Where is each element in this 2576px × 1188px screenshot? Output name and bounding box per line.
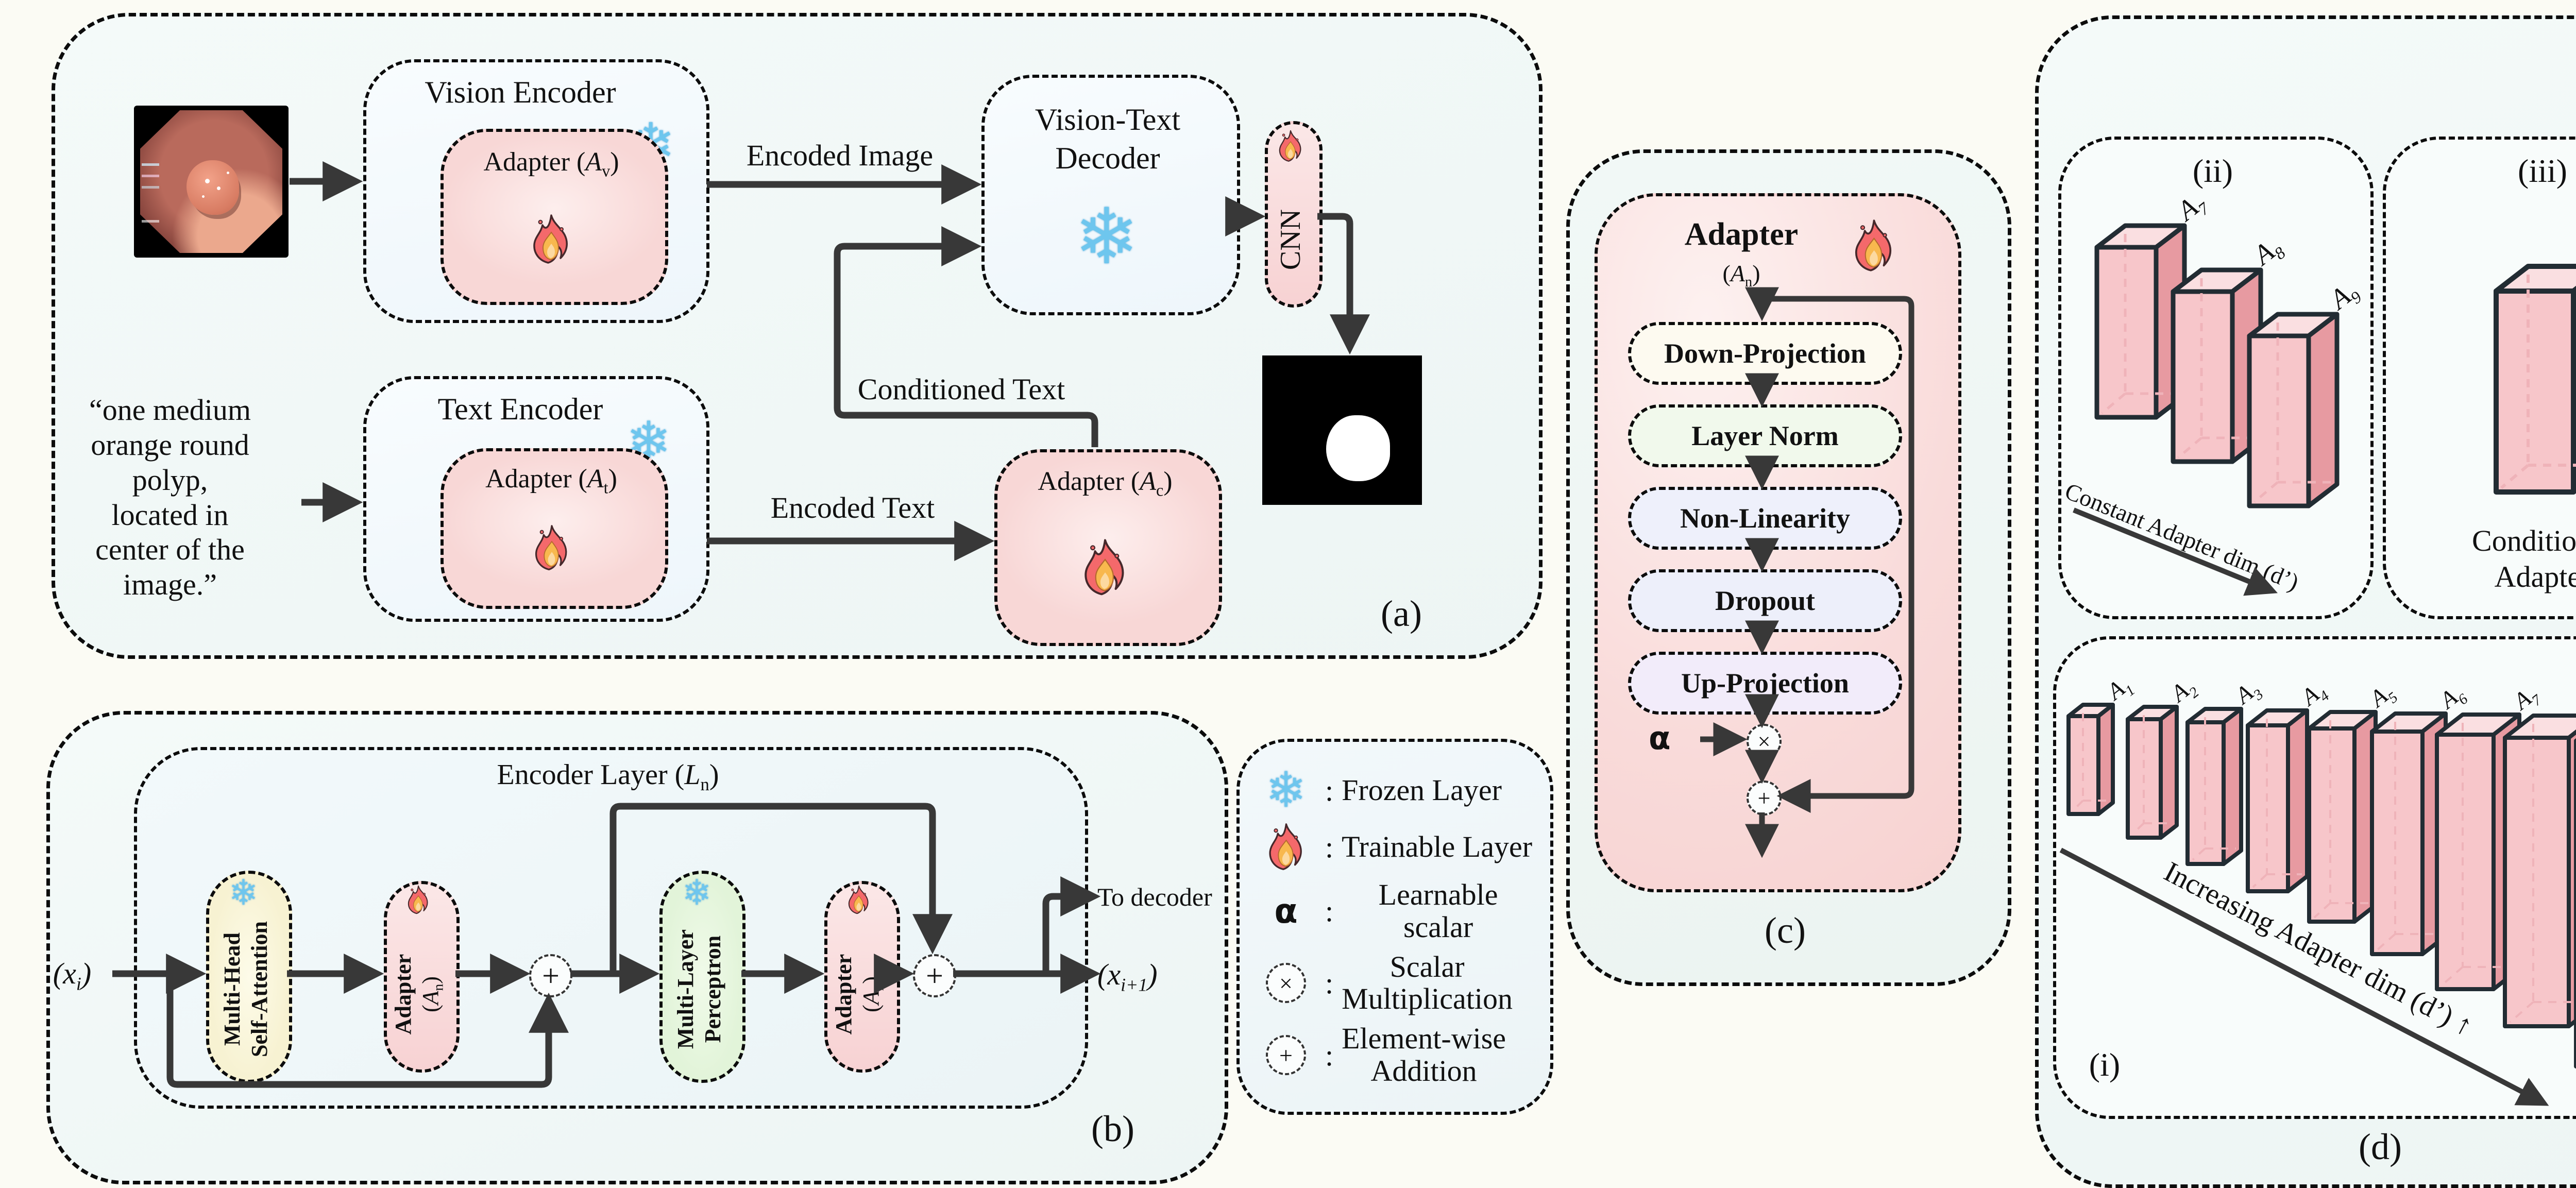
snowflake-icon: ❄ (1074, 192, 1139, 282)
snowflake-icon: ❄ (229, 873, 258, 913)
encoded-text-label: Encoded Text (770, 491, 935, 524)
text-prompt: “one medium orange round polyp, located … (89, 393, 251, 602)
legend-frozen-label: Frozen Layer (1342, 773, 1502, 807)
alpha-symbol: α (1274, 891, 1298, 931)
alpha-symbol: α (1649, 719, 1671, 757)
polyp-bump (187, 160, 239, 215)
text-adapter-box (440, 448, 668, 609)
vision-adapter-box (440, 129, 668, 305)
legend-trainable-label: Trainable Layer (1342, 829, 1533, 863)
vision-text-decoder-box (981, 75, 1240, 315)
panel-a-label: (a) (1381, 593, 1422, 634)
vision-text-decoder-title: Vision-Text Decoder (1035, 103, 1181, 175)
input-xi-label: (xi) (53, 957, 92, 994)
image-highlight (205, 178, 210, 183)
output-xi1-label: (xi+1) (1097, 958, 1158, 995)
conditional-adapter-label: Adapter (Ac) (1038, 467, 1173, 500)
panel-d-iii-label: (iii) (2518, 152, 2567, 189)
legend-row-frozen: ❄ : Frozen Layer (1255, 766, 1535, 815)
legend-colon: : (1325, 966, 1334, 1000)
snowflake-icon: ❄ (682, 873, 711, 913)
legend-row-trainable: : Trainable Layer (1255, 823, 1535, 872)
panel-c-label: (c) (1765, 910, 1806, 951)
mask-blob (1326, 415, 1390, 481)
scalar-multiplication-icon: × (1266, 963, 1306, 1004)
vision-adapter-label: Adapter (Av) (483, 147, 619, 180)
panel-a (52, 13, 1543, 659)
conditional-adapter-caption: ConditionalAdapter (2472, 524, 2576, 593)
legend-colon: : (1325, 830, 1334, 864)
element-wise-addition-icon: + (913, 954, 956, 997)
legend-colon: : (1325, 774, 1334, 808)
legend-alpha-label: Learnable scalar (1378, 878, 1498, 944)
text-encoder-title: Text Encoder (437, 392, 603, 426)
legend-colon: : (1325, 1038, 1334, 1072)
encoded-image-label: Encoded Image (746, 139, 934, 172)
conditioned-text-label: Conditioned Text (857, 372, 1065, 406)
legend-row-alpha: α : Learnable scalar (1255, 878, 1535, 944)
adapter-detail-title: Adapter (An) (1684, 217, 1799, 291)
text-adapter-label: Adapter (At) (485, 464, 617, 497)
legend-colon: : (1325, 894, 1334, 928)
panel-d-ii-label: (ii) (2192, 152, 2233, 189)
panel-d-label: (d) (2359, 1126, 2402, 1167)
adapter-cuboids: A7A8A9AoA1A2A3A4A5A6A7A8A9 (2059, 191, 2576, 1106)
to-decoder-label: To decoder (1097, 882, 1212, 911)
image-overlay-marks (142, 163, 159, 166)
legend-box: ❄ : Frozen Layer : Trainable Layer α : L… (1236, 739, 1553, 1115)
panel-b-label: (b) (1091, 1108, 1134, 1149)
panel-d-i-label: (i) (2089, 1046, 2121, 1083)
segmentation-mask (1262, 355, 1422, 505)
element-wise-addition-icon: + (1266, 1035, 1306, 1076)
polyp-endoscopy-image (134, 106, 289, 258)
snowflake-icon: ❄ (1265, 762, 1307, 819)
vision-encoder-title: Vision Encoder (425, 75, 616, 109)
encoder-layer-title: Encoder Layer (Ln) (497, 759, 719, 795)
